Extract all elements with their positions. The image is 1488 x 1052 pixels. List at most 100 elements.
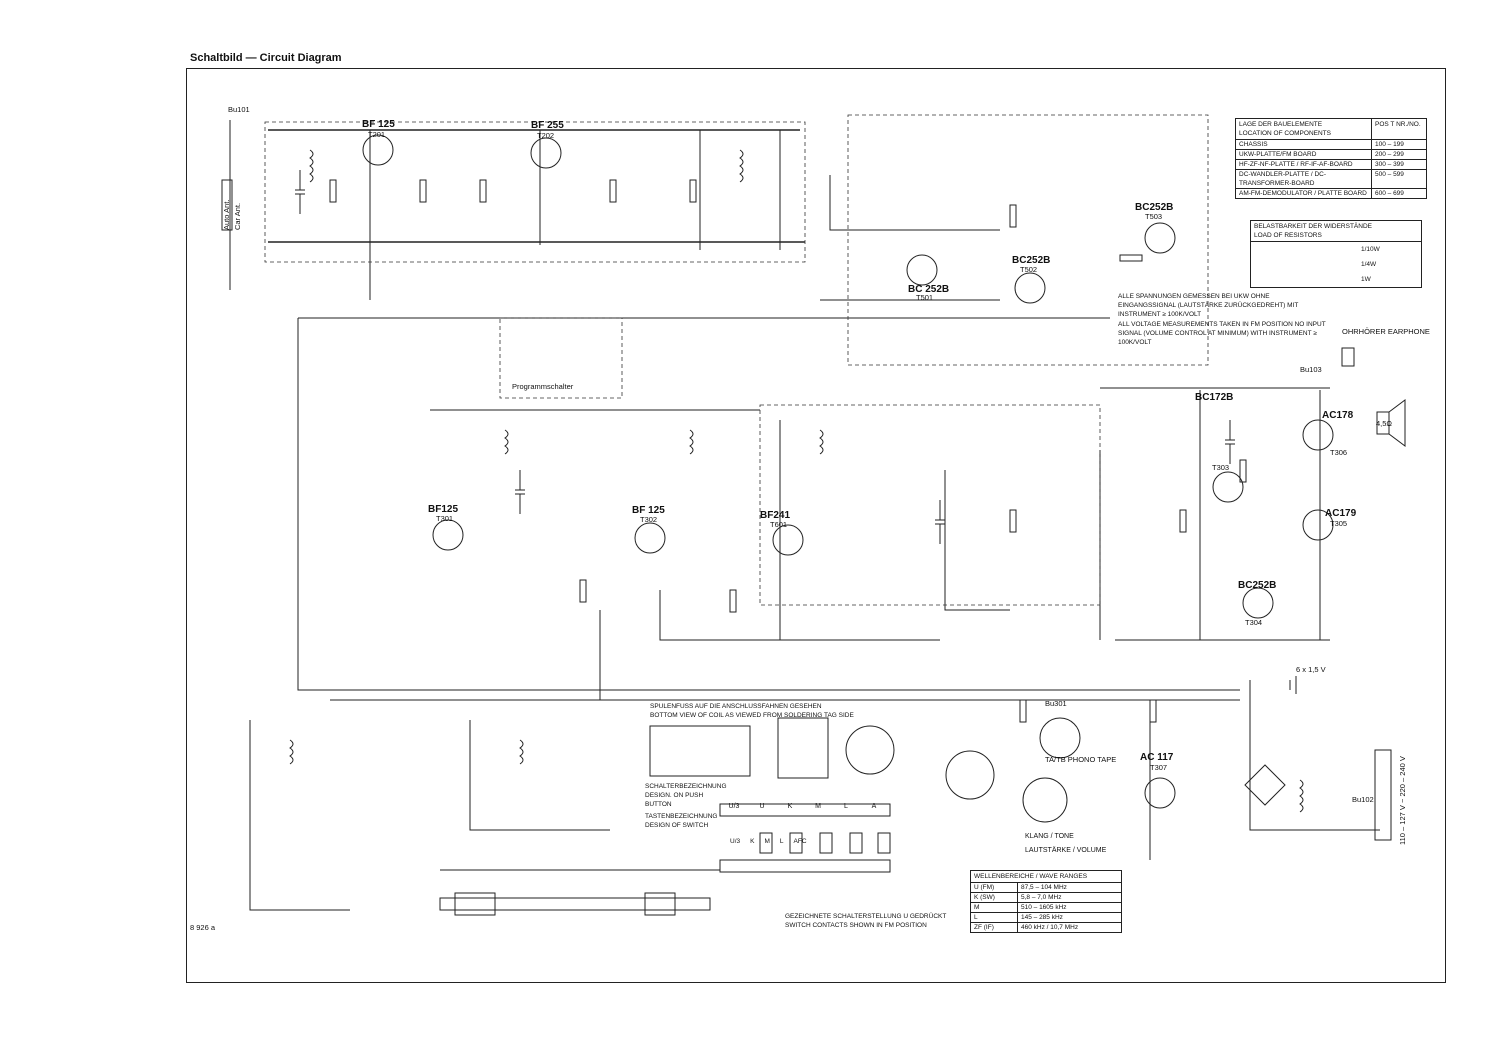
wiring xyxy=(229,120,1380,911)
switch-button-row: U/3 U K M L A xyxy=(720,803,888,810)
diagram-frame xyxy=(186,68,1446,983)
transistor-type-label: BC252B xyxy=(1238,580,1276,591)
wave-row: U (FM) 87,5 – 104 MHz xyxy=(971,883,1121,893)
laut-label: LAUTSTÄRKE / VOLUME xyxy=(1025,847,1107,854)
switch-key-row: U/3 K M L AFC xyxy=(730,838,807,845)
transistor-ref-label: T301 xyxy=(436,514,453,523)
transistor-type-label: AC178 xyxy=(1322,410,1354,421)
location-row: HF-ZF-NF-PLATTE / RF-IF-AF-BOARD 300 – 3… xyxy=(1236,160,1426,170)
mains-label: 110 – 127 V ~ 220 – 240 V xyxy=(1398,756,1407,845)
switch-button-label: U/3 xyxy=(728,803,740,810)
antenna-label: Auto Ant. xyxy=(222,200,231,230)
resistor-load-row: 1/10W xyxy=(1361,246,1380,253)
passive-components xyxy=(221,170,1247,723)
switch-key-label: M xyxy=(764,838,770,845)
push-button-bank xyxy=(719,803,891,873)
coils xyxy=(289,149,1304,813)
switch-button-label: A xyxy=(871,803,877,810)
speaker-label: 4,5Ω xyxy=(1376,419,1392,428)
wave-row: K (SW) 5,8 – 7,0 MHz xyxy=(971,893,1121,903)
switch-design-label: TASTENBEZEICHNUNG DESIGN OF SWITCH xyxy=(645,813,718,829)
transistor-type-label: BF241 xyxy=(760,510,790,521)
voltage-note-de: ALLE SPANNUNGEN GEMESSEN BEI UKW OHNE EI… xyxy=(1118,293,1299,318)
speaker-icon xyxy=(1376,399,1406,447)
transistor-ref-label: T202 xyxy=(537,131,554,140)
program-switch-label: Programmschalter xyxy=(512,382,574,391)
location-row: DC-WANDLER-PLATTE / DC-TRANSFORMER-BOARD… xyxy=(1236,170,1426,189)
earphone-label: OHRHÖRER EARPHONE xyxy=(1342,327,1430,336)
connector-label: Bu301 xyxy=(1045,699,1067,708)
transistor-type-label: AC179 xyxy=(1325,508,1357,519)
phono-label: TA/TB PHONO TAPE xyxy=(1045,755,1116,764)
wave-ranges-header: WELLENBEREICHE / WAVE RANGES xyxy=(971,871,1121,883)
coil-note: SPULENFUSS AUF DIE ANSCHLUSSFAHNEN GESEH… xyxy=(650,702,930,720)
switch-key-label: AFC xyxy=(793,838,807,845)
connector-label: Bu102 xyxy=(1352,795,1374,804)
transistor-ref-label: T304 xyxy=(1245,618,1262,627)
switch-key-label: K xyxy=(750,838,755,845)
location-header-en: LOCATION OF COMPONENTS xyxy=(1239,130,1331,137)
control-legend: KLANG / TONE LAUTSTÄRKE / VOLUME xyxy=(1025,830,1106,858)
location-row: CHASSIS 100 – 199 xyxy=(1236,140,1426,150)
switch-label: SCHALTERBEZEICHNUNG DESIGN. ON PUSH BUTT… xyxy=(645,783,727,808)
resistor-load-row: 1/4W xyxy=(1361,261,1377,268)
transistor-type-label: BC252B xyxy=(1012,255,1050,266)
switch-button-label: K xyxy=(787,803,793,810)
klang-label: KLANG / TONE xyxy=(1025,833,1074,840)
battery-icon xyxy=(1289,676,1297,694)
transistor-ref-label: T303 xyxy=(1212,463,1229,472)
wave-row: L 145 – 285 kHz xyxy=(971,913,1121,923)
transistor-type-label: BC252B xyxy=(1135,202,1173,213)
transistor-type-label: BF 125 xyxy=(362,119,395,130)
page-title: Schaltbild — Circuit Diagram xyxy=(190,52,342,64)
transistor-type-label: BF125 xyxy=(428,504,458,515)
resistor-load-row: 1W xyxy=(1361,276,1371,283)
switch-key-label: L xyxy=(779,838,784,845)
footer-code: 8 926 a xyxy=(190,923,216,932)
connectors xyxy=(1341,347,1392,841)
transistor-ref-label: T307 xyxy=(1150,763,1167,772)
location-header-de: LAGE DER BAUELEMENTE xyxy=(1239,121,1323,128)
rectifier-icon xyxy=(1244,764,1286,806)
switch-button-label: L xyxy=(844,803,848,810)
wave-row: ZF (IF) 460 kHz / 10,7 MHz xyxy=(971,923,1121,932)
ferrite-rod-icon xyxy=(439,892,711,916)
resistor-load-header-en: LOAD OF RESISTORS xyxy=(1254,232,1322,239)
transistor-ref-label: T503 xyxy=(1145,212,1162,221)
switch-button-label: U xyxy=(759,803,765,810)
transistor-ref-label: T306 xyxy=(1330,448,1347,457)
wave-row: M 510 – 1605 kHz xyxy=(971,903,1121,913)
transistor-type-label: AC 117 xyxy=(1140,752,1174,763)
transistor-ref-label: T502 xyxy=(1020,265,1037,274)
transistor-type-label: BF 255 xyxy=(531,120,564,131)
switch-contacts-note: GEZEICHNETE SCHALTERSTELLUNG U GEDRÜCKT … xyxy=(785,913,947,929)
connector-label: Bu101 xyxy=(228,105,250,114)
transistor-ref-label: T501 xyxy=(916,293,933,302)
transistor-labels: BF 125 T201 BF 255 T202 BC 252B T501 BC2… xyxy=(362,119,1357,772)
voltage-note-en: ALL VOLTAGE MEASUREMENTS TAKEN IN FM POS… xyxy=(1118,321,1326,346)
location-row: UKW-PLATTE/FM BOARD 200 – 299 xyxy=(1236,150,1426,160)
resistor-load-table: BELASTBARKEIT DER WIDERSTÄNDE LOAD OF RE… xyxy=(1250,220,1422,288)
switch-button-label: M xyxy=(815,803,821,810)
board-outlines xyxy=(264,114,1209,606)
connector-label: Bu103 xyxy=(1300,365,1322,374)
transistor-type-label: BC172B xyxy=(1195,392,1233,403)
switch-key-label: U/3 xyxy=(730,838,741,845)
transistor-type-label: BF 125 xyxy=(632,505,665,516)
transistor-ref-label: T201 xyxy=(368,130,385,139)
location-table: LAGE DER BAUELEMENTE LOCATION OF COMPONE… xyxy=(1235,118,1427,199)
transistor-ref-label: T302 xyxy=(640,515,657,524)
antenna-label: Car Ant. xyxy=(233,203,242,230)
transistor-ref-label: T305 xyxy=(1330,519,1347,528)
coil-bottom-views xyxy=(649,717,1081,823)
wave-ranges-table: WELLENBEREICHE / WAVE RANGES U (FM) 87,5… xyxy=(970,870,1122,933)
coil-note-de: SPULENFUSS AUF DIE ANSCHLUSSFAHNEN GESEH… xyxy=(650,703,822,710)
coil-note-en: BOTTOM VIEW OF COIL AS VIEWED FROM SOLDE… xyxy=(650,712,854,719)
battery-label: 6 x 1,5 V xyxy=(1296,665,1326,674)
location-row: AM-FM-DEMODULATOR / PLATTE BOARD 600 – 6… xyxy=(1236,189,1426,198)
transistor-type-label: BC 252B xyxy=(908,284,949,295)
resistor-load-header-de: BELASTBARKEIT DER WIDERSTÄNDE xyxy=(1254,223,1372,230)
transistor-ref-label: T601 xyxy=(770,520,787,529)
